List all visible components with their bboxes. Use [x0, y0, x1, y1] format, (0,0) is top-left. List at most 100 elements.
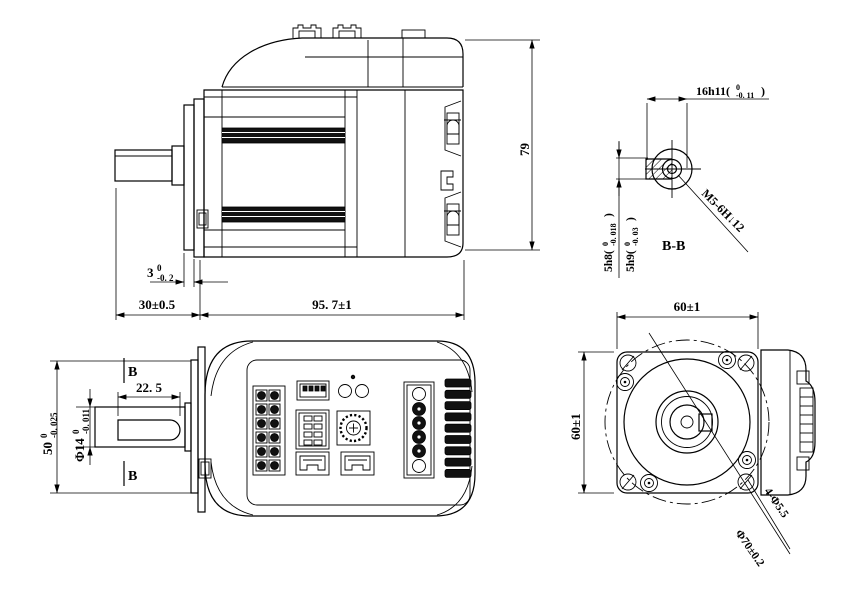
dim-tol-lower: -0. 018 [609, 223, 618, 246]
shaft [94, 406, 186, 448]
tapped-hole-callout: M5-6H↓12 [677, 174, 749, 253]
dim-pilot-diameter: 50 0 -0. 025 [39, 360, 191, 494]
screw-head [640, 474, 658, 492]
section-title: B-B [662, 239, 685, 254]
tapped-hole-outer [661, 158, 683, 180]
flange-square [616, 351, 759, 494]
screw-head [616, 373, 634, 391]
front-view: B B 22. 5 Φ14 0 -0. 011 [39, 340, 476, 517]
dim-key-length: 22. 5 [117, 380, 181, 416]
flange-view: 60±1 60±1 4-Φ5.5 Φ70±0.2 [568, 299, 816, 569]
mount-hole [737, 354, 755, 372]
dim-tol-upper: 0 [71, 429, 81, 434]
mount-hole [619, 354, 637, 372]
pilot-boss [183, 104, 195, 251]
lamination-band-top [221, 127, 346, 144]
dim-tol-lower: -0. 2 [157, 273, 174, 283]
dim-body-height: 79 [465, 39, 540, 251]
screw-head [738, 451, 756, 469]
dim-shaft-diameter: Φ14 0 -0. 011 [71, 389, 95, 465]
bearing-boss-inner [661, 396, 713, 448]
flange-plug [198, 458, 212, 479]
mounting-flange [197, 346, 206, 513]
dim-label: 60±1 [674, 299, 701, 314]
flange-plug [196, 209, 209, 229]
lamination-band-bottom [221, 206, 346, 223]
dim-label: 79 [517, 143, 532, 157]
section-mark-bottom: B [123, 461, 137, 486]
side-view: 3 0 -0. 2 30±0.5 95. 7±1 79 [114, 24, 540, 320]
pulse-connector [296, 380, 330, 401]
section-mark-top: B [123, 358, 137, 383]
dim-flange-width: 60±1 [616, 299, 759, 349]
io-terminal-block [252, 385, 286, 476]
dim-label: 5h9( [625, 250, 637, 272]
dim-key-heights: 5h8( 0 -0. 018 ) 5h9( 0 -0. 03 ) [601, 141, 648, 278]
dim-label-close: ) [603, 213, 615, 217]
mount-hole [619, 473, 637, 491]
pilot-circle [623, 358, 751, 486]
shaft-section [651, 148, 693, 190]
driver-cover [221, 37, 464, 88]
mount-hole [737, 473, 755, 491]
dim-flange-height: 60±1 [568, 351, 614, 494]
dim-flat-width: 16h11( 0 -0. 11 ) [646, 83, 769, 168]
center-hole [680, 415, 694, 429]
bolt-circle [604, 339, 770, 505]
heatsink-fins [444, 378, 472, 478]
dim-label: 60±1 [568, 413, 583, 440]
top-connector-bump [292, 24, 322, 38]
power-terminal[interactable] [403, 381, 435, 479]
shaft-end [669, 404, 705, 440]
pilot-boss [190, 359, 199, 494]
dim-label: Φ14 [72, 438, 87, 462]
rotary-switch[interactable] [336, 410, 371, 446]
top-tab [401, 29, 426, 39]
dim-tol-upper: 0 [39, 433, 49, 438]
status-led [338, 384, 352, 398]
section-view: 16h11( 0 -0. 11 ) 5h8( 0 -0. 018 ) 5h9( … [601, 83, 769, 278]
dim-label: 50 [40, 442, 55, 455]
screw-head [718, 351, 736, 369]
tapped-hole-inner [666, 163, 678, 175]
status-led [355, 384, 369, 398]
keyway-slot [117, 419, 181, 441]
face-panel [246, 359, 471, 506]
dim-boss-length: 3 0 -0. 2 [147, 253, 228, 287]
dim-tol-lower: -0. 025 [49, 412, 59, 438]
dim-label: 4-Φ5.5 [762, 486, 791, 521]
dim-tol-upper: 0 [623, 242, 632, 246]
rj45-port[interactable] [295, 451, 330, 476]
pinhole [350, 374, 356, 380]
dim-tol-lower: -0. 011 [81, 408, 91, 434]
dim-body-length: 95. 7±1 [199, 260, 465, 320]
keyway [698, 413, 713, 432]
side-connector-recess [444, 191, 462, 248]
dim-tol-upper: 0 [157, 263, 162, 273]
driver-body [204, 340, 476, 517]
dim-label: 95. 7±1 [312, 297, 352, 312]
dim-shaft-length: 30±0.5 [115, 188, 201, 320]
dim-label: 5h8( [603, 250, 615, 272]
dim-tol-lower: -0. 03 [631, 227, 640, 246]
dim-label: 3 [147, 265, 154, 280]
side-clip [440, 170, 454, 191]
shaft [114, 149, 173, 182]
dip-switch-block[interactable] [295, 409, 330, 450]
bearing-boss-outer [655, 390, 719, 454]
motor-body [203, 89, 464, 258]
dim-label: 30±0.5 [139, 297, 176, 312]
dim-label-close: ) [761, 84, 765, 98]
dim-label: 22. 5 [136, 380, 163, 395]
callout-mount-holes: 4-Φ5.5 [747, 479, 791, 550]
section-letter: B [128, 365, 137, 380]
rj45-port[interactable] [340, 451, 375, 476]
shaft-collar [171, 145, 185, 186]
mounting-flange [193, 98, 205, 258]
dim-tol-upper: 0 [736, 83, 740, 92]
body-profile [760, 349, 816, 496]
dim-label: M5-6H↓12 [699, 186, 748, 235]
section-letter: B [128, 469, 137, 484]
